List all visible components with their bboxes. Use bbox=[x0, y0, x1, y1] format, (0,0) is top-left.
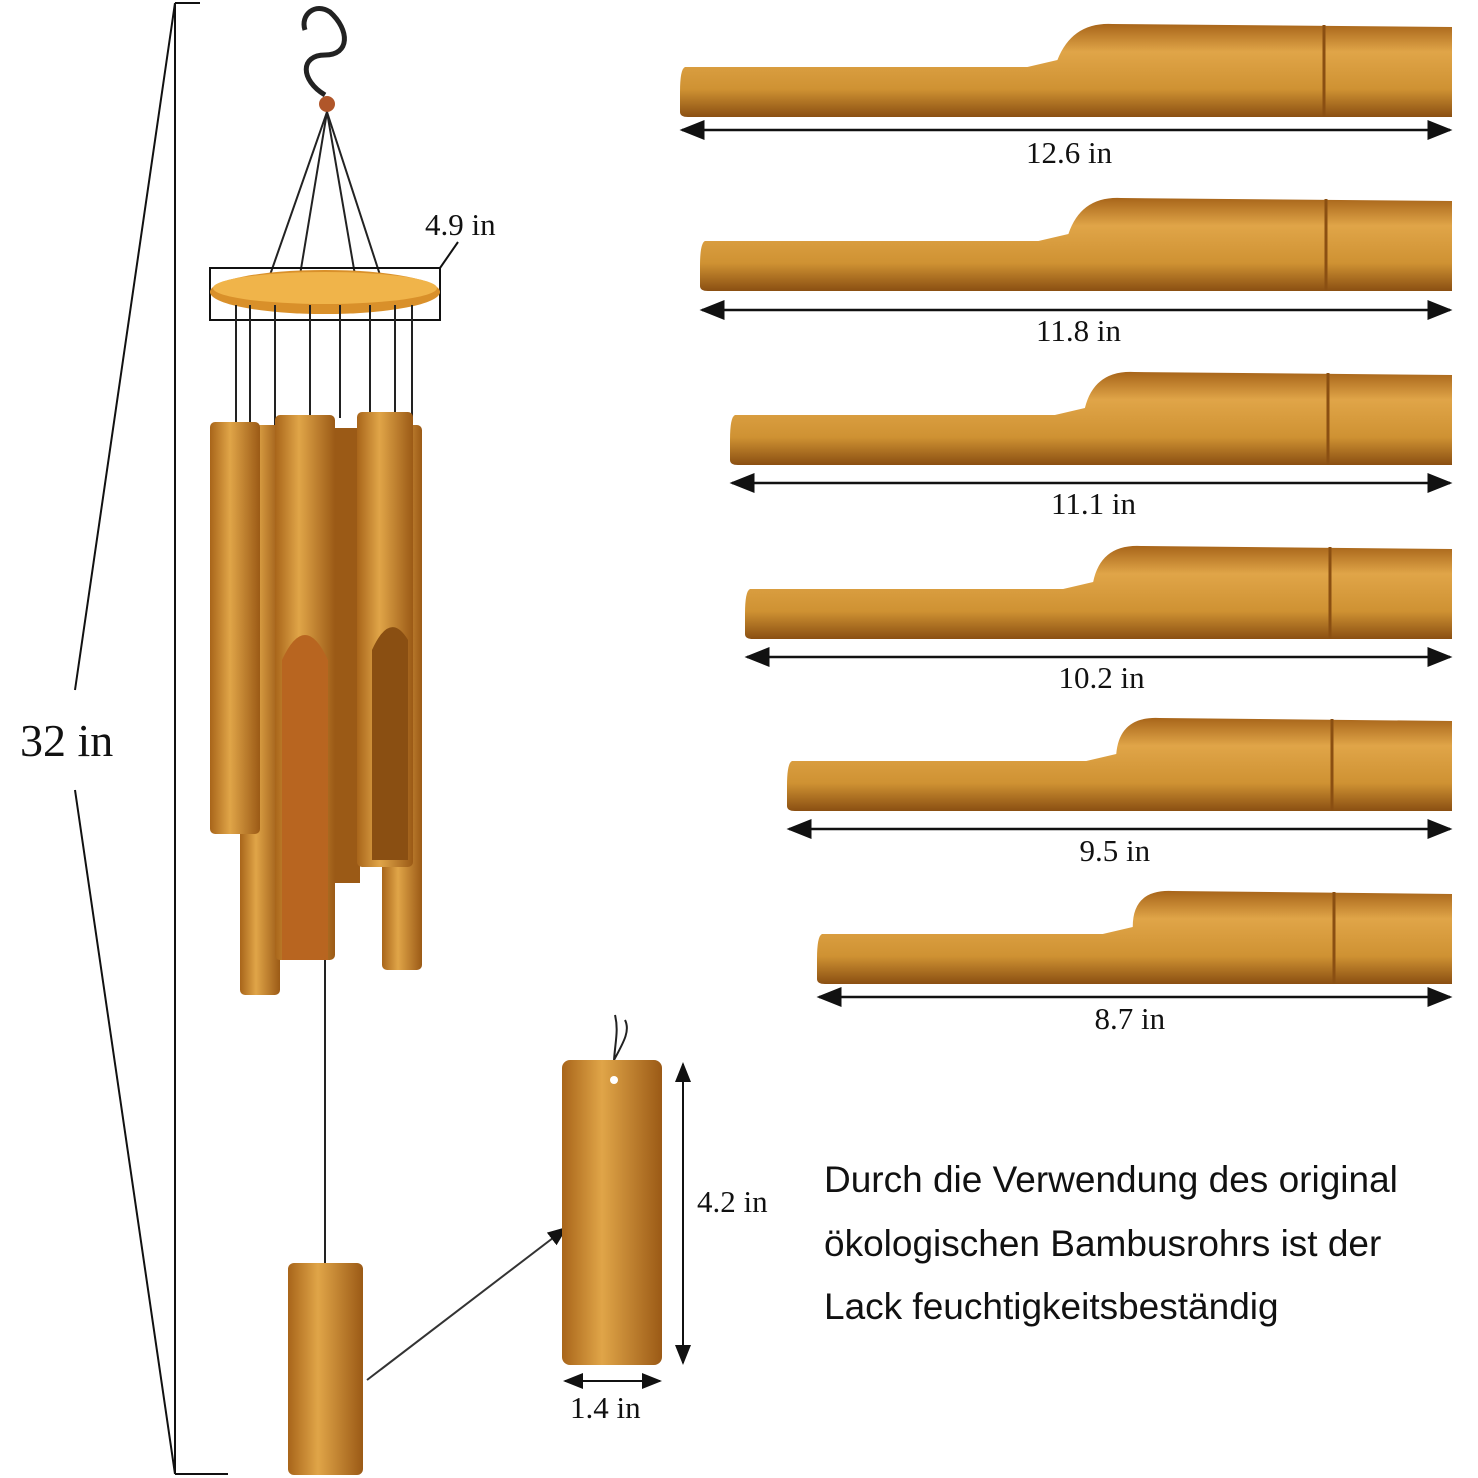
tube-length-label: 8.7 in bbox=[1094, 1001, 1166, 1036]
bamboo-tube bbox=[729, 371, 1453, 493]
wind-chime bbox=[209, 6, 568, 1475]
clapper-width-label: 1.4 in bbox=[570, 1390, 641, 1425]
tube-length-label: 12.6 in bbox=[1026, 135, 1113, 170]
description-line: Lack feuchtigkeitsbeständig bbox=[824, 1286, 1279, 1327]
bamboo-tube bbox=[786, 717, 1453, 839]
description: Durch die Verwendung des original ökolog… bbox=[824, 1148, 1464, 1339]
description-line: ökologischen Bambusrohrs ist der bbox=[824, 1222, 1382, 1264]
ring-diameter-label: 4.9 in bbox=[425, 207, 496, 242]
overall-height-label: 32 in bbox=[20, 715, 114, 766]
bamboo-tube bbox=[699, 197, 1453, 320]
clapper-detail bbox=[562, 1014, 691, 1389]
overall-height-bracket bbox=[74, 2, 228, 1475]
bamboo-tube bbox=[679, 23, 1453, 140]
tube-list bbox=[679, 23, 1453, 1007]
bamboo-tube bbox=[744, 545, 1453, 667]
description-line: Durch die Verwendung des original bbox=[824, 1159, 1398, 1200]
bamboo-tube bbox=[816, 890, 1453, 1007]
clapper-height-label: 4.2 in bbox=[697, 1184, 768, 1219]
tube-length-label: 9.5 in bbox=[1079, 833, 1151, 868]
tube-length-label: 10.2 in bbox=[1058, 660, 1145, 695]
tube-length-label: 11.8 in bbox=[1036, 313, 1121, 348]
tube-length-label: 11.1 in bbox=[1051, 486, 1136, 521]
